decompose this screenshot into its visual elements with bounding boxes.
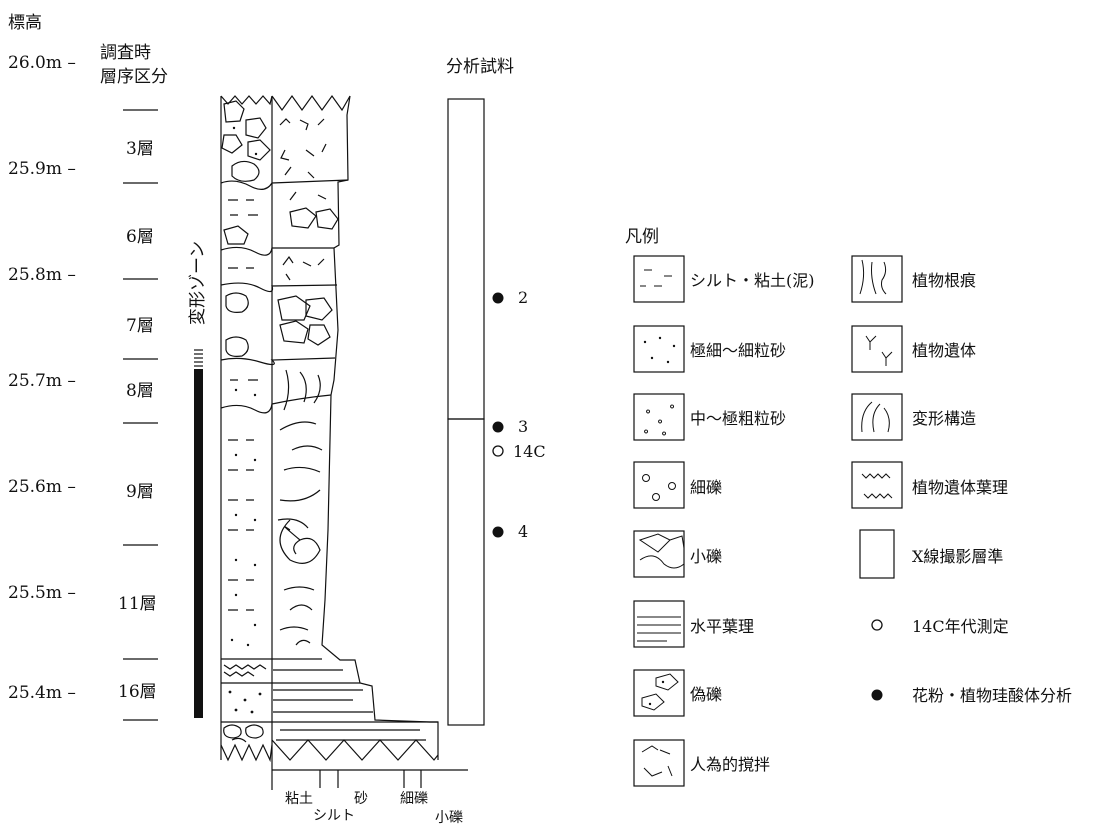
layer-label: 7層 [126,316,154,336]
pollen-sample-marker [492,526,504,538]
pollen-sample-marker [492,292,504,304]
horizontal-lamination-icon [633,600,685,648]
legend-label: 小礫 [690,547,722,566]
xray-box [447,418,485,726]
c14-sample-marker [492,445,504,457]
sand-dots [228,126,262,714]
tick-label: 25.5m – [8,583,76,603]
layer-label: 3層 [126,139,154,159]
sample-markers: 2 3 14C 4 [492,288,546,541]
grain-size-labels: 粘土 シルト 砂 細礫 小礫 [285,791,463,826]
layer-boundaries [123,109,158,721]
scale-label: 小礫 [435,810,463,826]
very-fine-sand-icon [633,325,685,373]
sample-label: 4 [518,522,528,541]
legend-label: 偽礫 [690,685,722,704]
legend-label: 植物根痕 [912,271,976,290]
stratigraphic-column [220,94,439,763]
plant-remains-lamination-icon [851,461,903,509]
granule-icon [633,461,685,509]
layer-label: 9層 [126,482,154,502]
legend-label: 変形構造 [912,409,976,428]
legend-label: 植物遺体 [912,341,976,360]
tick-label: 25.8m – [8,265,76,285]
layer-label: 11層 [118,594,157,614]
root-trace-icon [851,255,903,303]
layer-header-line1: 調査時 [100,43,151,63]
legend-label: 花粉・植物珪酸体分析 [912,686,1072,705]
sample-label: 3 [518,417,528,436]
elevation-axis: 26.0m – 25.9m – 25.8m – 25.7m – 25.6m – … [8,53,76,703]
scale-label: 粘土 [285,791,313,807]
layer-label: 6層 [126,227,154,247]
deformation-zone-label: 変形ゾーン [188,241,208,325]
xray-box [447,98,485,420]
layer-names: 3層 6層 7層 8層 9層 11層 16層 [118,139,157,702]
c14-legend-icon [871,619,883,631]
xray-horizon-icon [859,529,895,579]
legend-label: 人為的撹拌 [690,755,770,774]
legend: シルト・粘土(泥) 極細～細粒砂 中～極粗粒砂 細礫 小礫 水平葉理 偽礫 人為… [633,255,1072,787]
deformation-zone-bar [194,349,203,718]
pebble-icon [633,530,685,578]
tick-label: 25.7m – [8,371,76,391]
deformation-structure-icon [851,393,903,441]
axis-title: 標高 [8,13,42,33]
tick-label: 25.6m – [8,477,76,497]
tick-label: 25.9m – [8,159,76,179]
pollen-sample-marker [492,421,504,433]
silt-clay-icon [633,255,685,303]
legend-label: 細礫 [690,478,722,497]
tick-label: 26.0m – [8,53,76,73]
legend-label: 水平葉理 [690,617,754,636]
legend-label: 植物遺体葉理 [912,478,1008,497]
scale-label: 細礫 [400,791,428,807]
anthropogenic-disturbance-icon [633,739,685,787]
pollen-legend-icon [871,689,883,701]
samples-title: 分析試料 [446,57,514,77]
legend-title: 凡例 [625,227,659,247]
legend-label: シルト・粘土(泥) [690,271,815,290]
sample-label: 14C [513,442,546,461]
pseudo-gravel-icon [633,669,685,717]
medium-coarse-sand-icon [633,393,685,441]
legend-label: 中～極粗粒砂 [690,409,786,428]
layer-header-line2: 層序区分 [100,67,168,87]
legend-label: 14C年代測定 [912,617,1009,636]
scale-label: シルト [313,808,355,824]
layer-label: 16層 [118,682,157,702]
xray-boxes [447,98,485,726]
legend-label: X線撮影層準 [912,547,1003,566]
plant-remains-icon [851,325,903,373]
scale-label: 砂 [354,791,368,807]
legend-label: 極細～細粒砂 [690,341,786,360]
sample-label: 2 [518,288,528,307]
grain-size-scale [271,760,468,790]
layer-label: 8層 [126,381,154,401]
tick-label: 25.4m – [8,683,76,703]
